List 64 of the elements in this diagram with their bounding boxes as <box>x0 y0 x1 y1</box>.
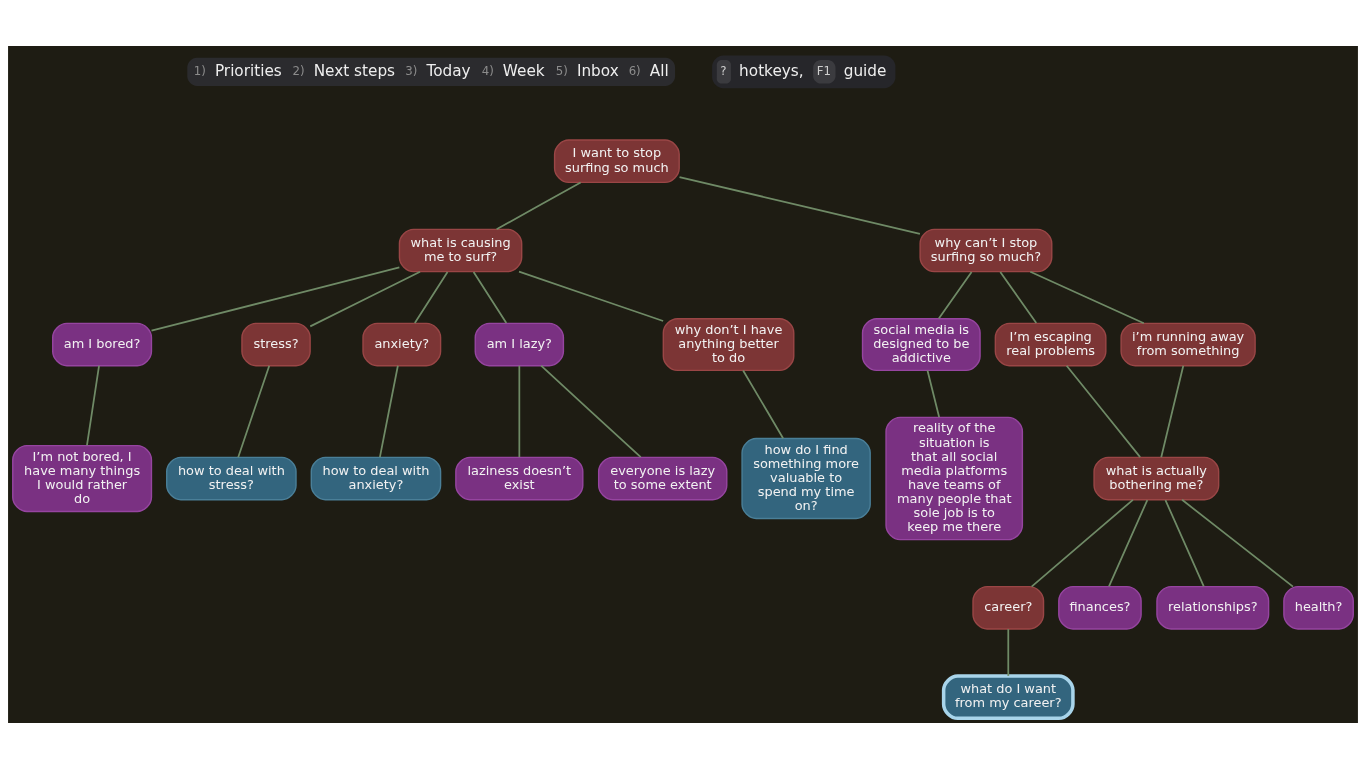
label: Next steps <box>313 61 396 80</box>
node-box: finances? <box>1058 585 1142 630</box>
node-box: what is causing me to surf? <box>398 228 523 272</box>
node-box: how do I find something more valuable to spend my time on? <box>741 437 871 519</box>
node-box: social media is designed to be addictive <box>861 317 981 371</box>
node-box: anxiety? <box>362 322 442 366</box>
node-box: I’m not bored, I have many things I would rather do <box>12 444 153 512</box>
connector <box>518 364 521 458</box>
label: hotkeys, <box>739 61 804 80</box>
node-box: everyone is lazy to some extent <box>597 456 728 500</box>
node-box: laziness doesn’t exist <box>455 456 584 500</box>
node-box: I’m escaping real problems <box>994 322 1107 366</box>
connector <box>1007 627 1010 677</box>
node-box: how to deal with anxiety? <box>310 456 442 500</box>
connector <box>1029 270 1145 324</box>
node-box: what do I want from my career? <box>941 673 1075 720</box>
label: 2) <box>292 63 305 78</box>
connector <box>379 364 399 458</box>
connector <box>540 364 642 458</box>
node-box: career? <box>972 585 1045 630</box>
node-box: why don’t I have anything better to do <box>662 317 795 371</box>
label: Week <box>502 61 545 80</box>
node-box: I want to stop surfing so much <box>553 138 680 183</box>
label: 1) <box>193 63 206 78</box>
connector <box>413 270 449 324</box>
connector <box>742 369 784 439</box>
label: 5) <box>555 63 568 78</box>
node-box: how to deal with stress? <box>166 456 297 500</box>
connector <box>518 270 664 322</box>
connector <box>86 364 100 446</box>
label: guide <box>843 61 887 80</box>
connector <box>999 270 1038 324</box>
node-box: what is actually bothering me? <box>1093 456 1220 500</box>
label: ? <box>720 63 727 78</box>
node-box: reality of the situation is that all social media platforms have teams of many people that sole job is to keep me there <box>885 416 1024 540</box>
connector <box>1181 498 1294 587</box>
label: Today <box>426 61 471 80</box>
connector <box>309 270 421 327</box>
connector <box>1164 498 1205 587</box>
connector <box>1030 498 1134 587</box>
label: 3) <box>405 63 418 78</box>
connector <box>1160 364 1185 458</box>
node-box: am I lazy? <box>474 322 565 366</box>
connector <box>926 369 941 418</box>
label: All <box>649 61 669 80</box>
node-box: health? <box>1283 585 1354 630</box>
node-box: why can’t I stop surfing so much? <box>919 228 1053 272</box>
connector <box>1065 364 1142 458</box>
connector <box>150 265 401 332</box>
label: F1 <box>816 63 831 78</box>
label: Priorities <box>214 61 282 80</box>
connector <box>678 175 921 235</box>
node-box: relationships? <box>1156 585 1270 630</box>
node-box: am I bored? <box>52 322 153 366</box>
connector <box>472 270 508 324</box>
label: Inbox <box>576 61 619 80</box>
label: 4) <box>481 63 494 78</box>
connector <box>495 181 582 230</box>
connector <box>1108 498 1149 587</box>
node-box: stress? <box>241 322 311 366</box>
connector <box>237 364 271 458</box>
connector <box>937 270 973 319</box>
label: 6) <box>628 63 641 78</box>
node-box: i’m running away from something <box>1120 322 1256 366</box>
